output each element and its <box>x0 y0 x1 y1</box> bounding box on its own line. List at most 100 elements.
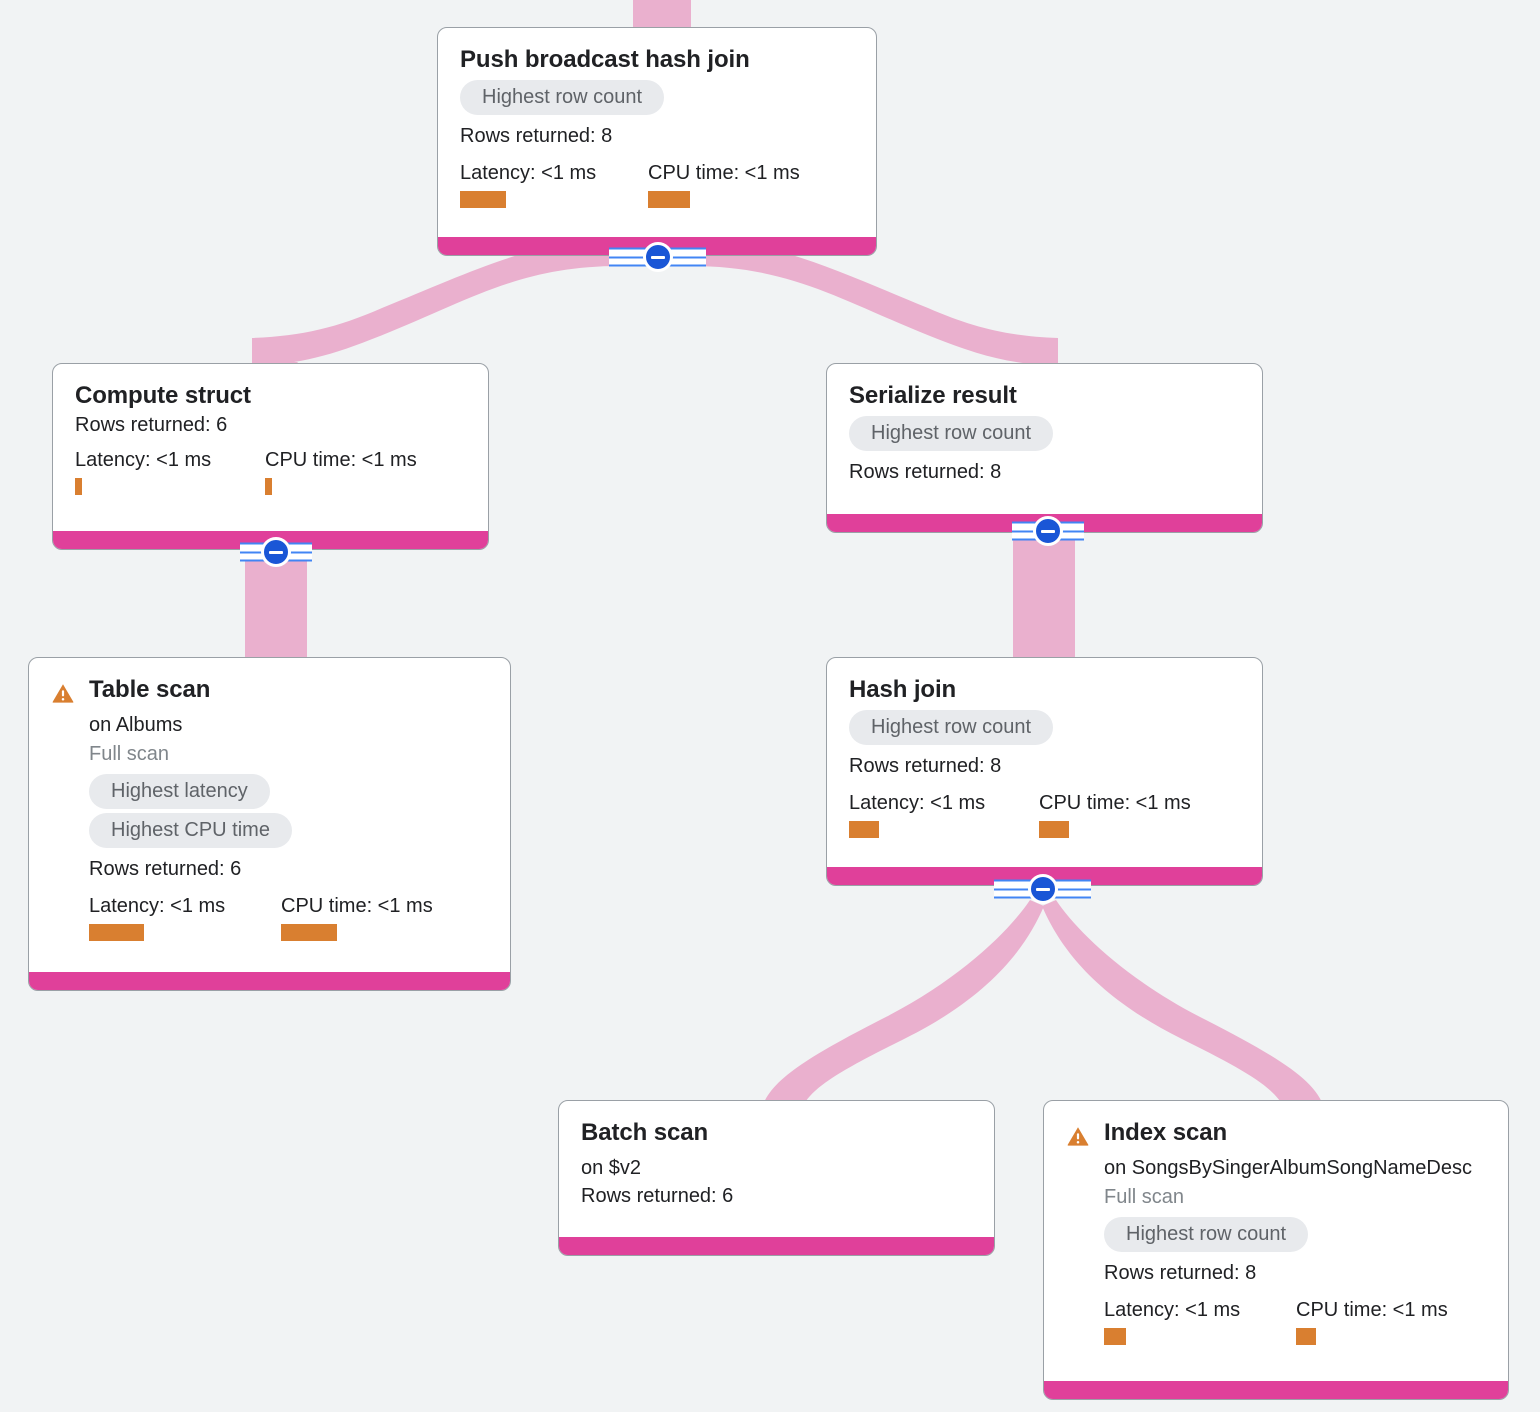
rows-returned: Rows returned: 8 <box>849 460 1002 483</box>
node-title: Serialize result <box>849 382 1017 409</box>
plan-node-batch-scan[interactable]: Batch scan on $v2 Rows returned: 6 <box>558 1100 995 1256</box>
rows-returned: Rows returned: 8 <box>460 124 613 147</box>
minus-icon[interactable] <box>642 242 673 272</box>
node-scan-type: Full scan <box>89 742 170 765</box>
plan-node-table-scan[interactable]: Table scan on Albums Full scan Highest l… <box>28 657 511 991</box>
node-head-text: Hash join Highest row count Rows returne… <box>849 676 1240 838</box>
collapse-toggle-compute-struct[interactable] <box>240 537 312 567</box>
status-badge: Highest CPU time <box>89 812 292 848</box>
node-head: Compute struct Rows returned: 6 Latency:… <box>75 382 466 495</box>
cpu-bar <box>648 190 690 208</box>
collapse-toggle-serialize-result[interactable] <box>1012 516 1084 546</box>
edge-hash-join-to-batch-scan <box>762 900 1044 1108</box>
status-badge: Highest row count <box>1104 1216 1309 1252</box>
status-badge: Highest latency <box>89 773 270 809</box>
node-body: Compute struct Rows returned: 6 Latency:… <box>53 364 488 531</box>
node-badges: Highest latency Highest CPU time <box>89 773 488 848</box>
node-head-text: Serialize result Highest row count Rows … <box>849 382 1240 484</box>
plan-node-push-broadcast-hash-join[interactable]: Push broadcast hash join Highest row cou… <box>437 27 877 256</box>
latency-bar <box>89 923 144 941</box>
latency-metric: Latency: <1 ms <box>460 162 648 208</box>
node-title: Table scan <box>89 676 211 703</box>
cpu-label: CPU time: <1 ms <box>281 894 433 917</box>
node-head-text: Batch scan on $v2 Rows returned: 6 <box>581 1119 972 1208</box>
cpu-metric: CPU time: <1 ms <box>1039 792 1191 838</box>
node-title: Index scan <box>1104 1119 1228 1146</box>
node-head: Serialize result Highest row count Rows … <box>849 382 1240 484</box>
cpu-label: CPU time: <1 ms <box>265 448 417 471</box>
latency-bar <box>75 477 82 495</box>
node-body: Index scan on SongsBySingerAlbumSongName… <box>1044 1101 1508 1381</box>
plan-node-hash-join[interactable]: Hash join Highest row count Rows returne… <box>826 657 1263 886</box>
cpu-label: CPU time: <1 ms <box>1296 1298 1448 1321</box>
node-head: Push broadcast hash join Highest row cou… <box>460 46 854 208</box>
edge-hash-join-to-index-scan <box>1042 900 1324 1108</box>
plan-node-index-scan[interactable]: Index scan on SongsBySingerAlbumSongName… <box>1043 1100 1509 1400</box>
plan-node-serialize-result[interactable]: Serialize result Highest row count Rows … <box>826 363 1263 533</box>
latency-label: Latency: <1 ms <box>89 894 226 917</box>
node-body: Push broadcast hash join Highest row cou… <box>438 28 876 237</box>
node-head: Table scan on Albums Full scan Highest l… <box>51 676 488 941</box>
latency-label: Latency: <1 ms <box>849 791 986 814</box>
edge-serialize-result-to-hash-join <box>1013 530 1075 666</box>
node-title: Hash join <box>849 676 957 703</box>
latency-metric: Latency: <1 ms <box>89 895 281 941</box>
node-body: Serialize result Highest row count Rows … <box>827 364 1262 514</box>
node-head-text: Table scan on Albums Full scan Highest l… <box>89 676 488 941</box>
collapse-toggle-hash-join[interactable] <box>994 874 1091 904</box>
cpu-bar <box>281 923 337 941</box>
latency-bar <box>460 190 506 208</box>
latency-metric: Latency: <1 ms <box>1104 1299 1296 1345</box>
node-title: Push broadcast hash join <box>460 46 750 73</box>
latency-label: Latency: <1 ms <box>460 161 597 184</box>
latency-label: Latency: <1 ms <box>1104 1298 1241 1321</box>
node-title: Batch scan <box>581 1119 709 1146</box>
edge-root-to-serialize-result <box>690 238 1058 366</box>
node-head: Batch scan on $v2 Rows returned: 6 <box>581 1119 972 1208</box>
node-scan-type: Full scan <box>1104 1185 1185 1208</box>
cpu-metric: CPU time: <1 ms <box>648 162 800 208</box>
status-badge: Highest row count <box>849 415 1054 451</box>
cpu-bar <box>265 477 272 495</box>
warning-icon <box>52 684 74 703</box>
node-metrics: Latency: <1 ms CPU time: <1 ms <box>460 162 854 208</box>
cpu-label: CPU time: <1 ms <box>1039 791 1191 814</box>
rows-returned: Rows returned: 8 <box>849 754 1002 777</box>
plan-node-compute-struct[interactable]: Compute struct Rows returned: 6 Latency:… <box>52 363 489 550</box>
minus-icon[interactable] <box>1027 874 1058 904</box>
rows-returned: Rows returned: 6 <box>75 413 228 436</box>
collapse-toggle-push-broadcast-hash-join[interactable] <box>609 242 706 272</box>
node-subtitle: on Albums <box>89 713 183 736</box>
node-title: Compute struct <box>75 382 251 409</box>
minus-icon[interactable] <box>261 537 291 567</box>
latency-metric: Latency: <1 ms <box>849 792 1039 838</box>
node-subtitle: on $v2 <box>581 1156 642 1179</box>
node-metrics: Latency: <1 ms CPU time: <1 ms <box>849 792 1240 838</box>
cpu-bar <box>1039 820 1069 838</box>
cpu-label: CPU time: <1 ms <box>648 161 800 184</box>
node-footer-bar <box>29 972 510 990</box>
node-head: Hash join Highest row count Rows returne… <box>849 676 1240 838</box>
status-badge: Highest row count <box>460 79 665 115</box>
node-metrics: Latency: <1 ms CPU time: <1 ms <box>1104 1299 1486 1345</box>
node-footer-bar <box>1044 1381 1508 1399</box>
minus-icon[interactable] <box>1033 516 1063 546</box>
rows-returned: Rows returned: 8 <box>1104 1261 1257 1284</box>
edge-root-to-compute-struct <box>252 238 620 366</box>
node-body: Table scan on Albums Full scan Highest l… <box>29 658 510 972</box>
node-badges: Highest row count <box>849 415 1240 451</box>
node-badges: Highest row count <box>849 709 1240 745</box>
node-subtitle: on SongsBySingerAlbumSongNameDesc <box>1104 1156 1472 1179</box>
node-head-text: Push broadcast hash join Highest row cou… <box>460 46 854 208</box>
latency-bar <box>849 820 879 838</box>
latency-metric: Latency: <1 ms <box>75 449 265 495</box>
cpu-metric: CPU time: <1 ms <box>281 895 433 941</box>
node-body: Hash join Highest row count Rows returne… <box>827 658 1262 867</box>
node-body: Batch scan on $v2 Rows returned: 6 <box>559 1101 994 1237</box>
warning-icon <box>1067 1127 1089 1146</box>
rows-returned: Rows returned: 6 <box>89 857 242 880</box>
status-badge: Highest row count <box>849 709 1054 745</box>
node-head: Index scan on SongsBySingerAlbumSongName… <box>1066 1119 1486 1345</box>
latency-bar <box>1104 1327 1126 1345</box>
